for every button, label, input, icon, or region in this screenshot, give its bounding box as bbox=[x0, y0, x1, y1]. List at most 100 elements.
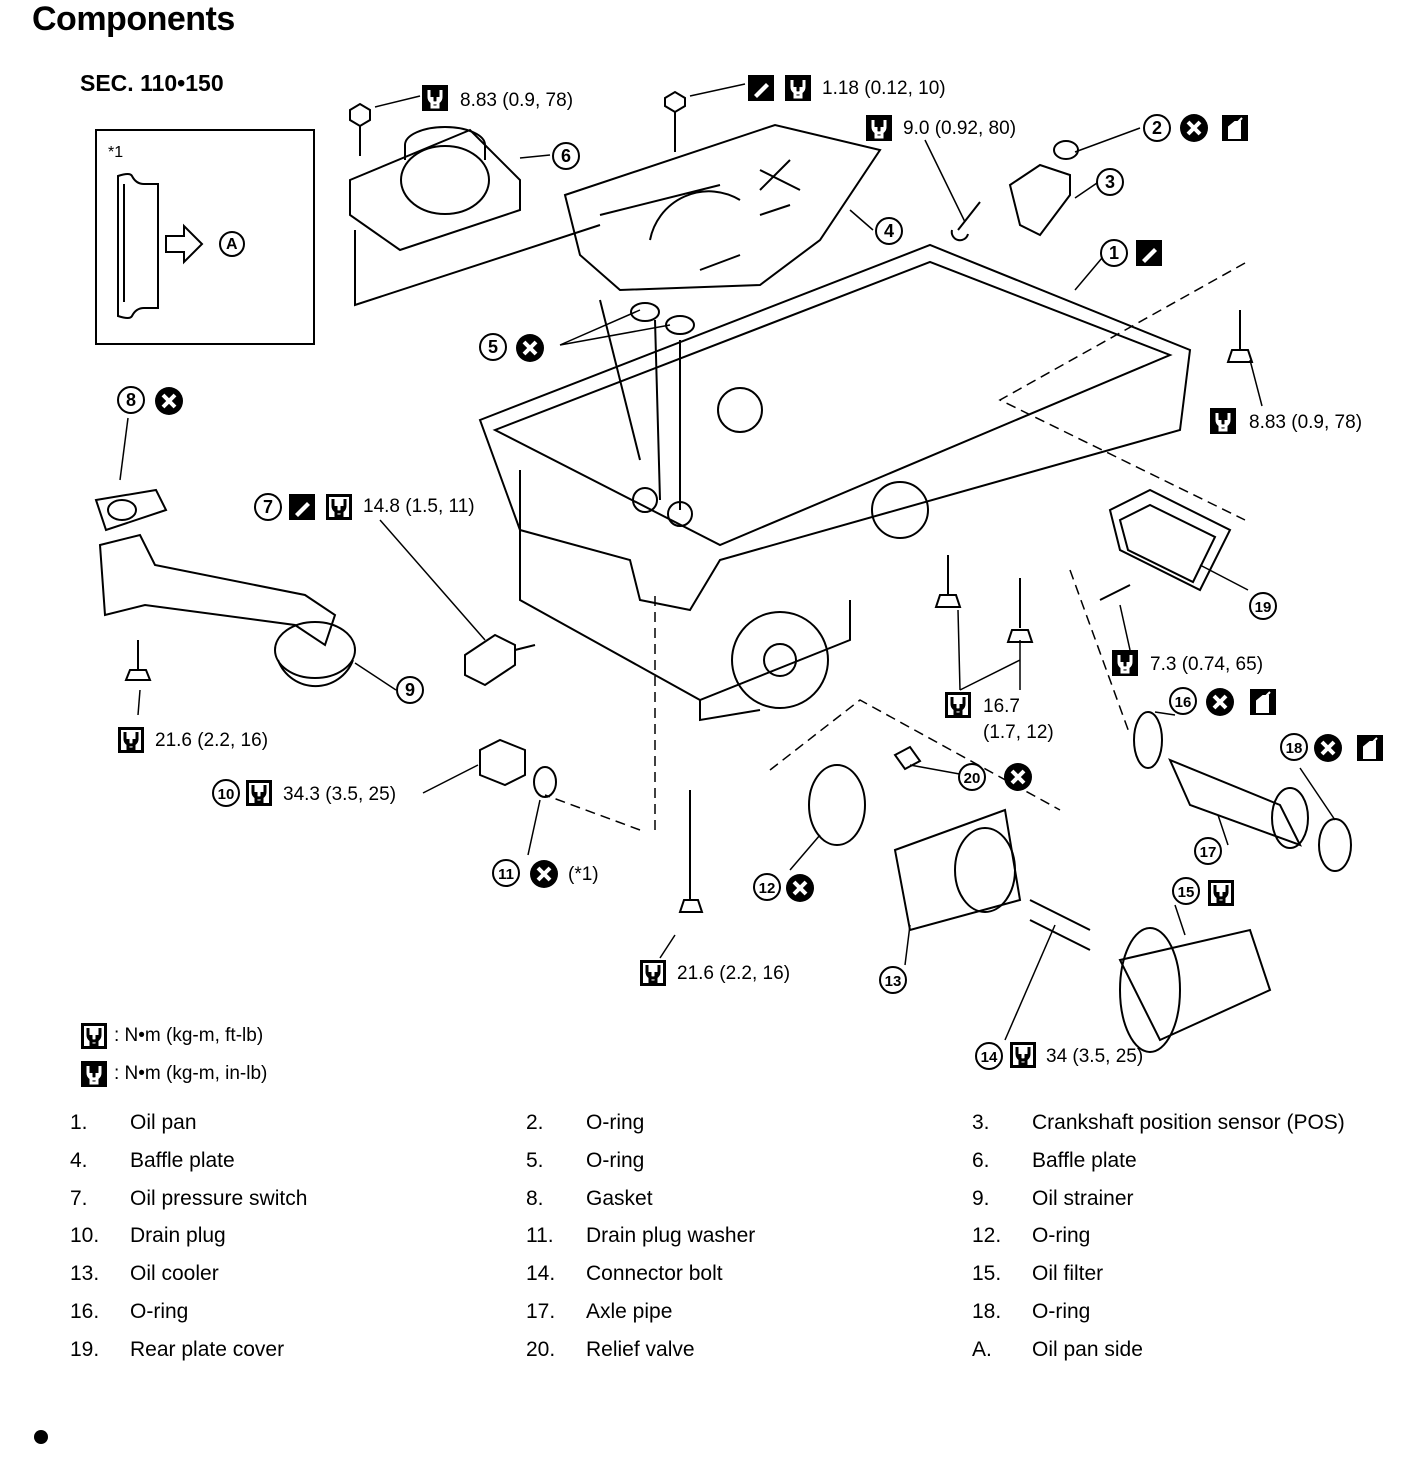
sealant-icon bbox=[288, 493, 316, 521]
part-marker-5: 5 bbox=[479, 333, 507, 361]
part-number: 16. bbox=[70, 1300, 100, 1323]
part-number: 12. bbox=[972, 1224, 1002, 1248]
callout-torque: 7.3 (0.74, 65) bbox=[1150, 654, 1264, 675]
part-entry: 15.Oil filter bbox=[972, 1261, 1103, 1287]
part-name: O-ring bbox=[586, 1111, 645, 1134]
part-entry: 4. Baffle plate bbox=[70, 1148, 235, 1174]
part-number: 7. bbox=[70, 1186, 88, 1210]
part-number: 20. bbox=[526, 1337, 556, 1361]
part-marker-label: 19 bbox=[1255, 599, 1272, 616]
part-marker-8: 8 bbox=[117, 386, 145, 414]
callout-note: (*1) bbox=[568, 864, 599, 885]
part-number: 5. bbox=[526, 1148, 544, 1172]
oil-pan-drawing bbox=[478, 243, 1192, 722]
part-marker-label: 11 bbox=[498, 866, 514, 883]
part-marker-label: 8 bbox=[126, 390, 136, 410]
oil-apply-icon bbox=[1221, 114, 1249, 142]
part-marker-4: 4 bbox=[875, 217, 903, 245]
part-marker-1: 1 bbox=[1100, 239, 1128, 267]
part-marker-9: 9 bbox=[396, 676, 424, 704]
inset-note: *1 bbox=[108, 144, 124, 161]
part-marker-label: 17 bbox=[1200, 844, 1217, 861]
part-marker-label: 5 bbox=[488, 337, 498, 357]
part-entry: 20.Relief valve bbox=[526, 1337, 695, 1363]
part-marker-label: 15 bbox=[1178, 884, 1195, 901]
part-entry: 9.Oil strainer bbox=[972, 1186, 1134, 1212]
part-marker-label: 7 bbox=[263, 497, 273, 517]
part-entry: 3.Crankshaft position sensor (POS) bbox=[972, 1110, 1345, 1136]
torque-ftlb-icon bbox=[324, 492, 354, 522]
part-number: 1. bbox=[70, 1111, 88, 1134]
section-code: SEC. 110•150 bbox=[80, 70, 224, 96]
part-number: 9. bbox=[972, 1186, 990, 1210]
part-marker-13: 13 bbox=[879, 966, 907, 994]
part-entry: A. Oil pan side bbox=[972, 1337, 1143, 1363]
part-marker-label: 16 bbox=[1175, 694, 1192, 711]
part-marker-label: 3 bbox=[1105, 172, 1115, 192]
part-entry: 14.Connector bolt bbox=[526, 1261, 723, 1287]
part-entry: 10. Drain plug bbox=[70, 1223, 226, 1249]
legend-text: : N•m (kg-m, ft-lb) bbox=[114, 1025, 264, 1046]
part-name: Connector bolt bbox=[586, 1262, 723, 1286]
replace-icon bbox=[153, 385, 185, 417]
part-marker-3: 3 bbox=[1096, 168, 1124, 196]
part-number: 17. bbox=[526, 1300, 556, 1323]
part-name: Gasket bbox=[586, 1186, 653, 1210]
part-marker-label: 13 bbox=[885, 973, 902, 990]
oil-strainer-drawing bbox=[94, 488, 356, 687]
part-marker-18: 18 bbox=[1280, 733, 1308, 761]
part-marker-label: 18 bbox=[1286, 740, 1303, 757]
torque-ftlb-icon bbox=[1206, 878, 1236, 908]
part-marker-10: 10 bbox=[212, 779, 240, 807]
torque-ftlb-icon bbox=[80, 1022, 108, 1050]
sealant-icon bbox=[1135, 239, 1163, 267]
part-number: 18. bbox=[972, 1300, 1002, 1323]
part-marker-label: 14 bbox=[981, 1049, 998, 1066]
part-marker-17: 17 bbox=[1194, 837, 1222, 865]
part-entry: 7.Oil pressure switch bbox=[70, 1186, 307, 1212]
drain-plug-drawing bbox=[479, 738, 557, 798]
part-marker-label: 9 bbox=[405, 680, 415, 700]
callout-torque: 34.3 (3.5, 25) bbox=[283, 784, 397, 805]
part-marker-label: 4 bbox=[884, 221, 894, 241]
part-name: Drain plug bbox=[130, 1224, 226, 1248]
part-entry: 8.Gasket bbox=[526, 1186, 653, 1212]
spec-symbols bbox=[116, 73, 1384, 1070]
torque-inlb-icon bbox=[783, 73, 813, 103]
part-number: A. bbox=[972, 1337, 992, 1361]
part-number: 2. bbox=[526, 1111, 544, 1134]
long-bolt-drawing bbox=[678, 790, 704, 913]
oil-apply-icon bbox=[1249, 688, 1277, 716]
inset-ref: A bbox=[226, 236, 238, 253]
part-number: 11. bbox=[526, 1224, 554, 1248]
part-number: 10. bbox=[70, 1224, 100, 1248]
torque-ftlb-icon bbox=[943, 690, 973, 720]
part-number: 4. bbox=[70, 1148, 88, 1172]
torque-ftlb-icon bbox=[1008, 1040, 1038, 1070]
part-entry: 5. O-ring bbox=[526, 1148, 644, 1174]
callout-torque: (1.7, 12) bbox=[983, 722, 1054, 743]
callout-torque: 21.6 (2.2, 16) bbox=[677, 963, 791, 984]
part-name: Axle pipe bbox=[586, 1300, 673, 1323]
torque-inlb-icon bbox=[1208, 406, 1238, 436]
part-name: Oil filter bbox=[1032, 1262, 1104, 1286]
part-entry: 12.O-ring bbox=[972, 1223, 1090, 1249]
part-name: O-ring bbox=[130, 1300, 189, 1323]
replace-icon bbox=[784, 872, 816, 904]
page-bullet bbox=[34, 1430, 48, 1444]
part-entry: 6.Baffle plate bbox=[972, 1148, 1137, 1174]
legend-text: : N•m (kg-m, in-lb) bbox=[114, 1063, 268, 1084]
callout-torque: 8.83 (0.9, 78) bbox=[460, 90, 574, 111]
part-marker-7: 7 bbox=[254, 493, 282, 521]
callout-torque: 34 (3.5, 25) bbox=[1046, 1046, 1144, 1067]
oil-apply-icon bbox=[1356, 734, 1384, 762]
callout-torque: 9.0 (0.92, 80) bbox=[903, 118, 1017, 139]
part-name: O-ring bbox=[586, 1148, 645, 1172]
part-name: Oil pan side bbox=[1032, 1337, 1143, 1361]
part-entry: 11.Drain plug washer bbox=[526, 1223, 755, 1249]
part-name: Baffle plate bbox=[130, 1148, 235, 1172]
part-name: Oil pan bbox=[130, 1111, 197, 1134]
part-entry: 13.Oil cooler bbox=[70, 1261, 219, 1287]
part-marker-12: 12 bbox=[753, 873, 781, 901]
torque-inlb-icon bbox=[420, 83, 450, 113]
